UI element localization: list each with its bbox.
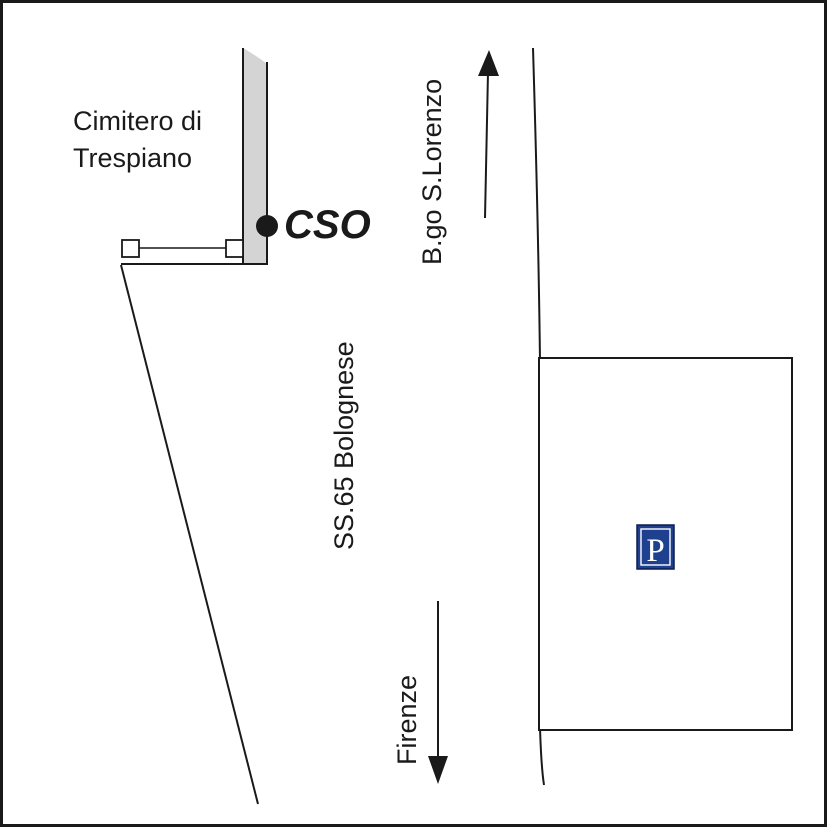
cso-marker-icon — [256, 215, 278, 237]
cemetery-access-road — [243, 48, 267, 265]
cso-label: CSO — [284, 203, 371, 247]
parking-sign-letter: P — [646, 533, 664, 569]
gate-pillar-left — [121, 239, 140, 258]
slanted-road-edge — [120, 264, 259, 805]
arrow-up-icon — [478, 50, 499, 219]
parking-sign-icon: P — [636, 524, 675, 570]
firenze-label: Firenze — [392, 675, 422, 765]
arrow-down-icon — [428, 601, 448, 784]
cemetery-label-line-1: Cimitero di — [73, 106, 202, 136]
cemetery-label: Cimitero di Trespiano — [73, 106, 210, 173]
borgo-san-lorenzo-label: B.go S.Lorenzo — [417, 79, 447, 265]
cemetery-label-line-2: Trespiano — [73, 143, 192, 173]
road-name-label: SS.65 Bolognese — [329, 341, 359, 550]
gate-pillar-right — [225, 239, 244, 258]
